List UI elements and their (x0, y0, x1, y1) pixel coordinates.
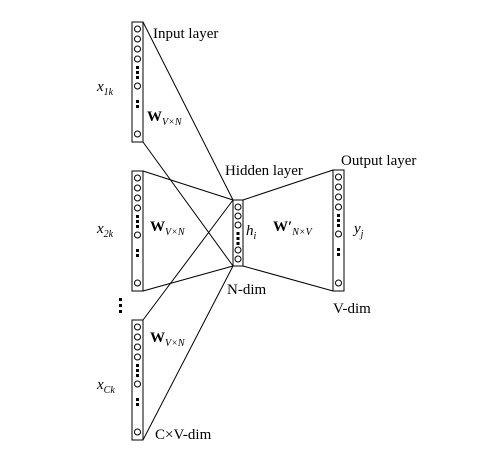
input-1-weight: WV×N (147, 109, 182, 128)
input-layer-label: Input layer (153, 26, 219, 42)
output-dots (337, 214, 340, 256)
input-vector-1 (131, 21, 144, 143)
input-connections (142, 21, 234, 441)
output-vector (332, 169, 345, 292)
input-c-dots (136, 364, 139, 406)
hidden-var: hi (246, 223, 257, 242)
input-2-neurons (134, 174, 141, 287)
hidden-neurons (234, 203, 242, 263)
v-dim-label: V-dim (333, 301, 371, 317)
cv-dim-label: C×V-dim (155, 427, 212, 443)
input-c-weight: WV×N (150, 330, 185, 349)
hidden-layer-label: Hidden layer (225, 163, 303, 179)
input-ellipsis (119, 298, 122, 313)
input-vector-2 (131, 170, 144, 292)
hidden-dots (236, 232, 240, 245)
input-1-neurons (134, 25, 141, 138)
output-neurons (335, 173, 342, 287)
output-var: yj (354, 221, 364, 240)
output-weight: W′N×V (273, 219, 312, 238)
input-1-dots (136, 66, 139, 108)
input-2-dots (136, 215, 139, 257)
input-1-var: x1k (97, 79, 114, 98)
output-layer-label: Output layer (341, 153, 417, 169)
hidden-vector (232, 199, 244, 267)
input-c-var: xCk (97, 377, 115, 396)
input-vector-c (131, 319, 144, 441)
input-2-weight: WV×N (150, 219, 185, 238)
input-2-var: x2k (97, 221, 114, 240)
output-connections (242, 169, 334, 292)
n-dim-label: N-dim (227, 282, 267, 298)
input-c-neurons (134, 323, 141, 436)
